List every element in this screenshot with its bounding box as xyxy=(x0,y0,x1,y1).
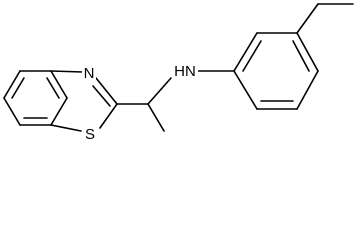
bond xyxy=(296,3,319,34)
bond xyxy=(50,124,82,132)
bond xyxy=(3,70,21,99)
nitrogen-label: N xyxy=(84,65,95,82)
bond xyxy=(296,32,319,72)
bond-double-inner xyxy=(292,40,310,72)
thiazole-ring xyxy=(50,70,118,132)
chemical-structure-diagram: N S HN xyxy=(3,3,354,144)
bond xyxy=(147,103,165,132)
bond xyxy=(233,70,258,110)
ethyl-group xyxy=(296,3,354,34)
bond xyxy=(95,77,118,105)
atom-label-nitrogen-ring: N xyxy=(82,65,96,82)
bond xyxy=(147,77,172,105)
bond xyxy=(99,103,118,129)
side-chain xyxy=(116,77,172,132)
phenyl-ring xyxy=(197,32,319,110)
bond xyxy=(50,70,84,73)
bond-double-inner xyxy=(242,40,262,72)
bond xyxy=(3,97,21,126)
amine-label: HN xyxy=(174,63,196,80)
bond-double-inner xyxy=(11,77,25,99)
bond-double-inner xyxy=(46,77,60,99)
bond xyxy=(233,32,258,72)
atom-label-sulfur-ring: S xyxy=(82,126,98,144)
bond-double-inner xyxy=(92,85,111,107)
bond xyxy=(50,97,68,126)
benzothiazole-benzene-ring xyxy=(3,70,68,126)
sulfur-label: S xyxy=(85,126,95,143)
bond xyxy=(296,70,319,110)
bond xyxy=(50,70,68,99)
atom-label-amine: HN xyxy=(172,63,198,81)
